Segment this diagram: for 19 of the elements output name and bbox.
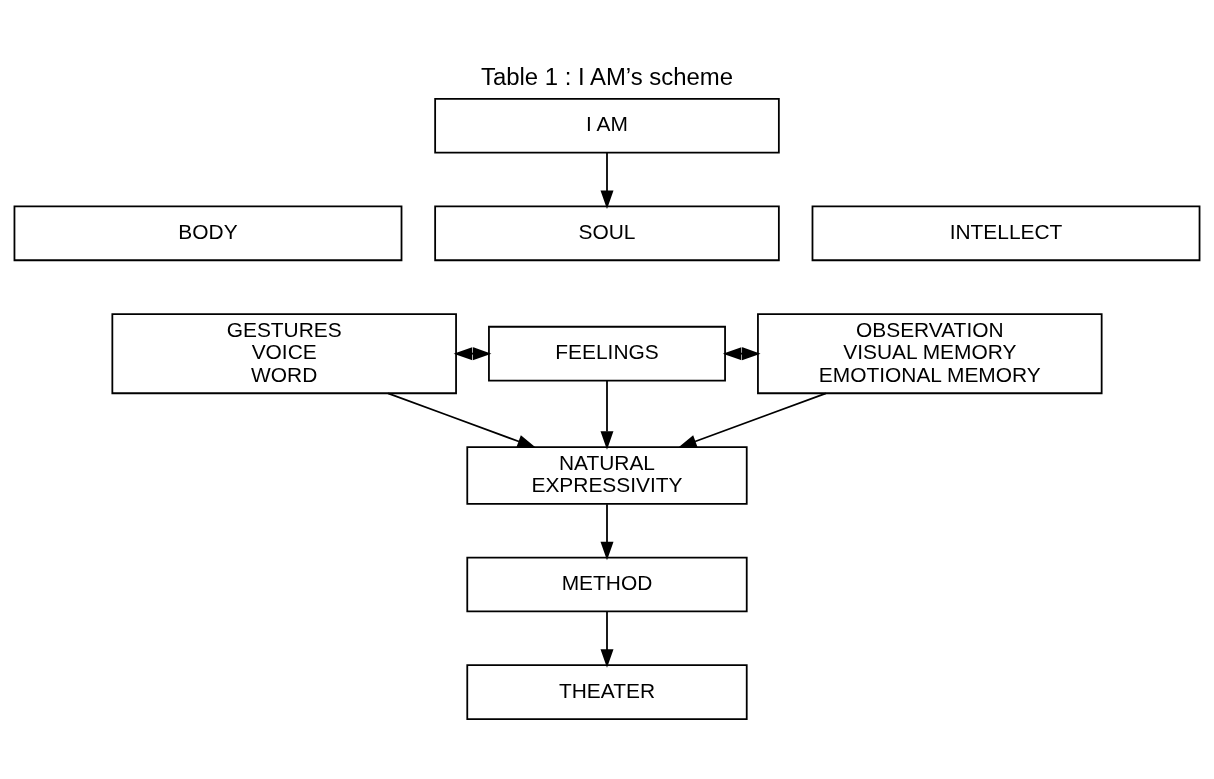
node-box: FEELINGS <box>488 325 726 382</box>
node-box: OBSERVATION VISUAL MEMORY EMOTIONAL MEMORY <box>757 313 1103 395</box>
arrow <box>453 347 492 361</box>
node-box: GESTURES VOICE WORD <box>111 313 457 395</box>
arrow <box>600 152 614 209</box>
node-box: I AM <box>434 97 780 154</box>
node-box: THEATER <box>466 664 748 720</box>
arrow <box>600 380 614 450</box>
node-box: METHOD <box>466 556 748 613</box>
node-box: NATURAL EXPRESSIVITY <box>466 446 748 505</box>
arrow <box>722 347 761 361</box>
arrow <box>600 503 614 561</box>
arrow <box>600 610 614 668</box>
node-box: INTELLECT <box>811 205 1201 262</box>
node-box: BODY <box>13 205 403 262</box>
arrow <box>387 392 536 448</box>
node-box: SOUL <box>434 205 780 262</box>
diagram-title: Table 1 : I AM’s scheme <box>480 63 734 91</box>
arrow <box>678 392 827 448</box>
